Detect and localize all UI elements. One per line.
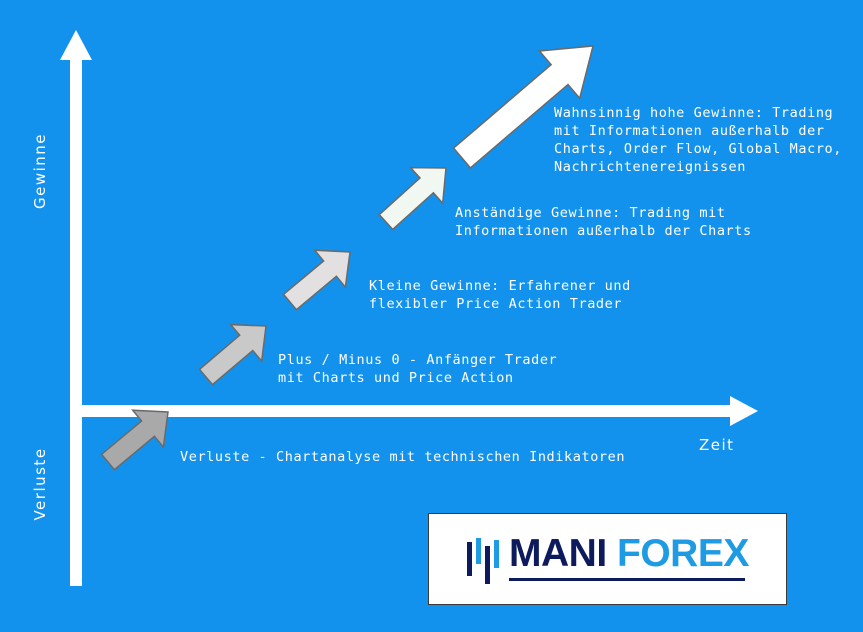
y-axis-label-verluste: Verluste: [31, 447, 49, 521]
y-axis: [60, 30, 92, 586]
step-2-arrow-icon: [198, 323, 267, 386]
logo-word-forex: FOREX: [617, 532, 749, 575]
step-3-label: Kleine Gewinne: Erfahrener und flexibler…: [369, 277, 631, 313]
step-5-label: Wahnsinnig hohe Gewinne: Trading mit Inf…: [554, 104, 842, 176]
step-3-arrow-icon: [282, 249, 351, 311]
step-4-label: Anständige Gewinne: Trading mit Informat…: [455, 204, 752, 240]
step-4-line-2: Informationen außerhalb der Charts: [455, 223, 752, 239]
step-5-line-3: Charts, Order Flow, Global Macro,: [554, 141, 843, 157]
step-3-line-1: Kleine Gewinne: Erfahrener und: [369, 278, 631, 294]
step-arrows: [100, 45, 594, 471]
step-5-line-4: Nachrichtenereignissen: [554, 159, 747, 175]
logo-wordmark: MANI FOREX: [509, 532, 749, 576]
step-5-line-2: mit Informationen außerhalb der: [554, 123, 825, 139]
logo-word-mani: MANI: [509, 532, 607, 575]
step-4-arrow-icon: [378, 166, 447, 231]
x-axis: [80, 396, 758, 426]
x-axis-label-zeit: Zeit: [699, 436, 735, 454]
step-2-label: Plus / Minus 0 - Anfänger Trader mit Cha…: [278, 351, 557, 387]
step-4-line-1: Anständige Gewinne: Trading mit: [455, 205, 726, 221]
x-axis-arrowhead-icon: [730, 396, 758, 426]
logo-underline: [509, 578, 745, 581]
mani-forex-logo: MANI FOREX: [428, 513, 787, 605]
candlestick-bars-icon: [467, 538, 499, 584]
step-5-line-1: Wahnsinnig hohe Gewinne: Trading: [554, 105, 834, 121]
step-5-arrow-icon: [452, 45, 594, 169]
step-1-line-1: Verluste - Chartanalyse mit technischen …: [180, 449, 626, 465]
step-1-label: Verluste - Chartanalyse mit technischen …: [180, 448, 625, 466]
y-axis-label-gewinne: Gewinne: [31, 132, 49, 209]
step-2-line-1: Plus / Minus 0 - Anfänger Trader: [278, 352, 558, 368]
y-axis-arrowhead-icon: [60, 30, 92, 60]
step-3-line-2: flexibler Price Action Trader: [369, 296, 623, 312]
step-2-line-2: mit Charts und Price Action: [278, 370, 514, 386]
step-1-arrow-icon: [100, 409, 169, 471]
